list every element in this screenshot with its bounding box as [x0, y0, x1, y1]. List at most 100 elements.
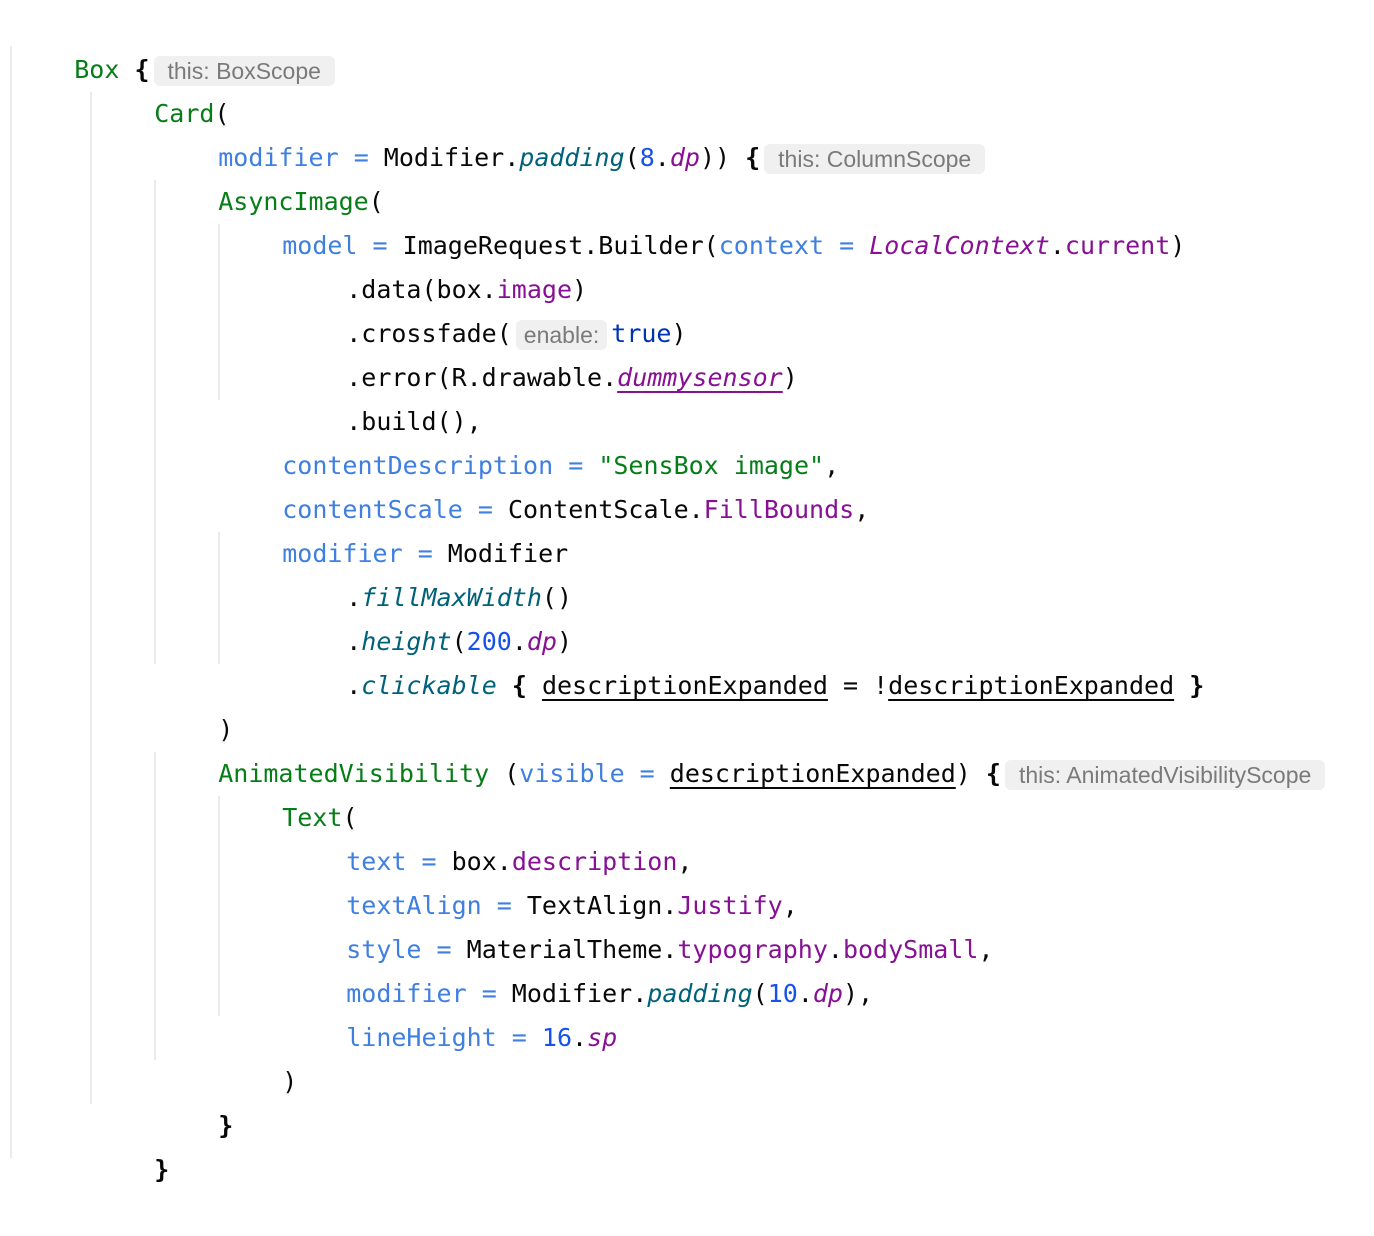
- paren: ): [218, 715, 234, 744]
- param-text: text: [346, 847, 407, 876]
- box-ref: box.: [451, 847, 512, 876]
- dot: .: [654, 143, 670, 172]
- dot: .: [827, 935, 843, 964]
- content-scale-class: ContentScale.: [508, 495, 704, 524]
- code-line-13: .fillMaxWidth(): [286, 532, 572, 612]
- paren: (: [624, 143, 640, 172]
- param-content-description: contentDescription: [282, 451, 554, 480]
- code-line-7: .crossfade(enable:true): [286, 268, 687, 350]
- brace: }: [218, 1111, 234, 1140]
- paren: (: [489, 759, 520, 788]
- dot: .: [511, 627, 527, 656]
- comma: ,: [782, 891, 798, 920]
- code-line-8: .error(R.drawable.dummysensor): [286, 312, 798, 392]
- number: 200: [466, 627, 512, 656]
- code-line-4: AsyncImage(: [158, 136, 384, 216]
- padding-fn: padding: [647, 979, 753, 1008]
- param-style: style: [346, 935, 422, 964]
- text-call: Text: [282, 803, 343, 832]
- dp-unit: dp: [526, 627, 557, 656]
- indent-guide: [154, 752, 156, 1060]
- equals: =: [824, 231, 870, 260]
- number: 8: [639, 143, 655, 172]
- number: 16: [541, 1023, 572, 1052]
- sp-unit: sp: [587, 1023, 618, 1052]
- param-visible: visible: [519, 759, 625, 788]
- code-editor[interactable]: Box {this: BoxScope Card( modifier = Mod…: [0, 0, 1374, 1184]
- modifier-class: Modifier: [447, 539, 569, 568]
- dummysensor-resource[interactable]: dummysensor: [617, 363, 783, 392]
- param-modifier: modifier: [282, 539, 403, 568]
- paren: ): [1170, 231, 1186, 260]
- error-call: .error(R.drawable.: [346, 363, 618, 392]
- equals: =: [338, 143, 384, 172]
- dp-unit: dp: [669, 143, 700, 172]
- equals: =: [553, 451, 599, 480]
- code-line-2: Card(: [94, 48, 229, 128]
- comma: ,: [978, 935, 994, 964]
- param-context: context: [718, 231, 825, 260]
- code-line-18: Text(: [222, 752, 357, 832]
- height-fn: height: [361, 627, 452, 656]
- indent-guide: [218, 796, 220, 1016]
- typography-prop: typography: [677, 935, 828, 964]
- code-line-5: model = ImageRequest.Builder(context = L…: [222, 180, 1185, 260]
- animated-visibility-call: AnimatedVisibility: [218, 759, 490, 788]
- comma: ,: [858, 979, 874, 1008]
- paren: (: [752, 979, 768, 1008]
- current-prop: current: [1064, 231, 1171, 260]
- dot: .: [1049, 231, 1065, 260]
- code-line-11: contentScale = ContentScale.FillBounds,: [222, 444, 869, 524]
- box-call: Box: [74, 55, 120, 84]
- async-image-call: AsyncImage: [218, 187, 369, 216]
- local-context: LocalContext: [869, 231, 1050, 260]
- dot: .: [572, 1023, 588, 1052]
- number: 10: [767, 979, 798, 1008]
- modifier-class: Modifier: [511, 979, 633, 1008]
- indent-guide: [218, 532, 220, 664]
- brace: {: [985, 759, 1001, 788]
- dot: .: [632, 979, 648, 1008]
- code-line-3: modifier = Modifier.padding(8.dp)) {this…: [158, 92, 986, 174]
- dot: .: [346, 671, 362, 700]
- equals: =: [481, 891, 527, 920]
- code-line-24: ): [222, 1016, 297, 1096]
- paren: (: [451, 627, 467, 656]
- fill-bounds: FillBounds: [703, 495, 855, 524]
- clickable-fn: clickable: [361, 671, 497, 700]
- string-literal: "SensBox image": [598, 451, 825, 480]
- code-line-12: modifier = Modifier: [222, 488, 568, 568]
- brace: }: [154, 1155, 170, 1184]
- dot: .: [504, 143, 520, 172]
- comma: ,: [854, 495, 870, 524]
- code-line-1: Box {this: BoxScope: [14, 4, 335, 86]
- param-model: model: [282, 231, 358, 260]
- indent-guide: [218, 224, 220, 400]
- description-expanded-var[interactable]: descriptionExpanded: [669, 759, 956, 788]
- paren: (: [368, 187, 384, 216]
- brace: }: [1189, 671, 1205, 700]
- image-request-builder: ImageRequest.Builder(: [402, 231, 719, 260]
- code-line-19: text = box.description,: [286, 796, 692, 876]
- indent-guide: [90, 92, 92, 1104]
- comma: ,: [824, 451, 840, 480]
- paren: (: [342, 803, 358, 832]
- equals: =: [624, 759, 670, 788]
- code-line-22: modifier = Modifier.padding(10.dp),: [286, 928, 873, 1008]
- image-prop: image: [496, 275, 572, 304]
- card-call: Card: [154, 99, 215, 128]
- paren: ): [671, 319, 687, 348]
- indent-guide: [10, 46, 12, 1158]
- code-line-20: textAlign = TextAlign.Justify,: [286, 840, 798, 920]
- parens: (): [541, 583, 573, 612]
- body-small-prop: bodySmall: [842, 935, 979, 964]
- paren: ): [782, 363, 798, 392]
- description-expanded-var[interactable]: descriptionExpanded: [888, 671, 1175, 700]
- description-expanded-var[interactable]: descriptionExpanded: [541, 671, 828, 700]
- code-line-26: }: [94, 1104, 169, 1184]
- modifier-class: Modifier: [383, 143, 505, 172]
- param-text-align: textAlign: [346, 891, 482, 920]
- dot: .: [346, 627, 362, 656]
- paren: (: [214, 99, 230, 128]
- build-call: .build(),: [346, 407, 482, 436]
